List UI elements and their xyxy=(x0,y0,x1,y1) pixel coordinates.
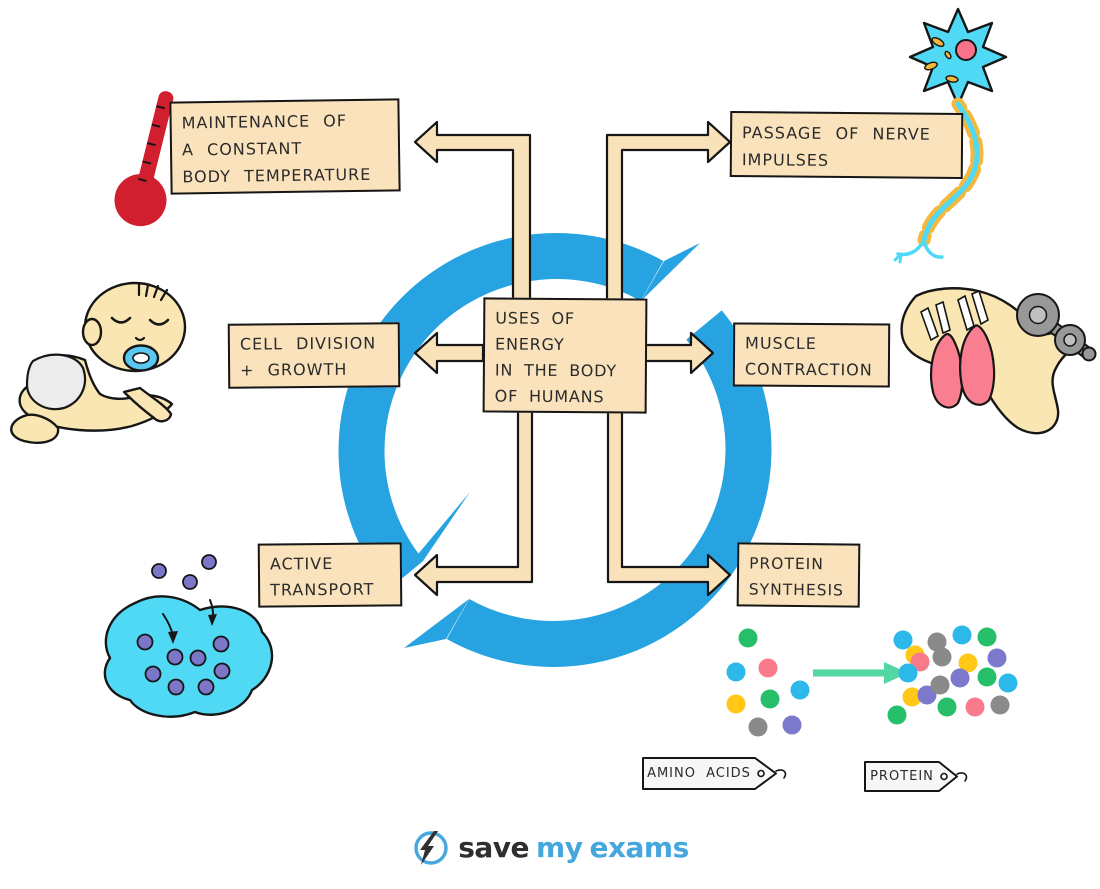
arrow-to-nerve xyxy=(605,120,732,302)
dumbbell-icon xyxy=(1016,293,1097,362)
arrow-to-muscle xyxy=(641,331,715,375)
box-protein-synthesis: PROTEIN SYNTHESIS xyxy=(736,542,861,608)
box-maintenance-body-temperature: MAINTENANCE OF A CONSTANT BODY TEMPERATU… xyxy=(169,98,401,195)
thermometer-icon xyxy=(114,91,174,227)
protein-dots xyxy=(887,625,1018,725)
box-muscle-contraction: MUSCLE CONTRACTION xyxy=(732,322,891,388)
neuron-icon xyxy=(893,7,1008,264)
amino-acids-tag-shape xyxy=(642,757,787,790)
arrow-to-protein-synthesis xyxy=(606,403,732,597)
protein-tag-label: PROTEIN xyxy=(870,769,934,784)
logo-word-save: save xyxy=(458,831,530,864)
box-active-transport: ACTIVE TRANSPORT xyxy=(257,542,403,608)
lightning-bolt-icon xyxy=(414,831,448,865)
baby-icon xyxy=(10,281,187,444)
synthesis-arrow xyxy=(813,662,908,684)
arrow-to-cell-division xyxy=(413,331,485,375)
amino-acids-dots xyxy=(726,628,810,737)
logo-word-my: my xyxy=(536,831,583,864)
cell-active-transport-icon xyxy=(103,554,274,718)
connector-arrows xyxy=(413,120,732,597)
arrow-to-maintenance xyxy=(413,120,532,302)
box-cell-division-growth: CELL DIVISION + GROWTH xyxy=(227,322,401,389)
savemyexams-logo: save my exams xyxy=(0,824,1100,872)
muscle-arm-icon xyxy=(900,287,1097,435)
box-passage-of-nerve-impulses: PASSAGE OF NERVE IMPULSES xyxy=(729,110,964,180)
arrow-to-active-transport xyxy=(413,403,534,597)
amino-acids-tag-label: AMINO ACIDS xyxy=(647,766,751,781)
logo-word-exams: exams xyxy=(589,831,689,864)
protein-tag-shape xyxy=(864,761,968,792)
center-box-uses-of-energy: USES OF ENERGY IN THE BODY OF HUMANS xyxy=(482,297,648,414)
